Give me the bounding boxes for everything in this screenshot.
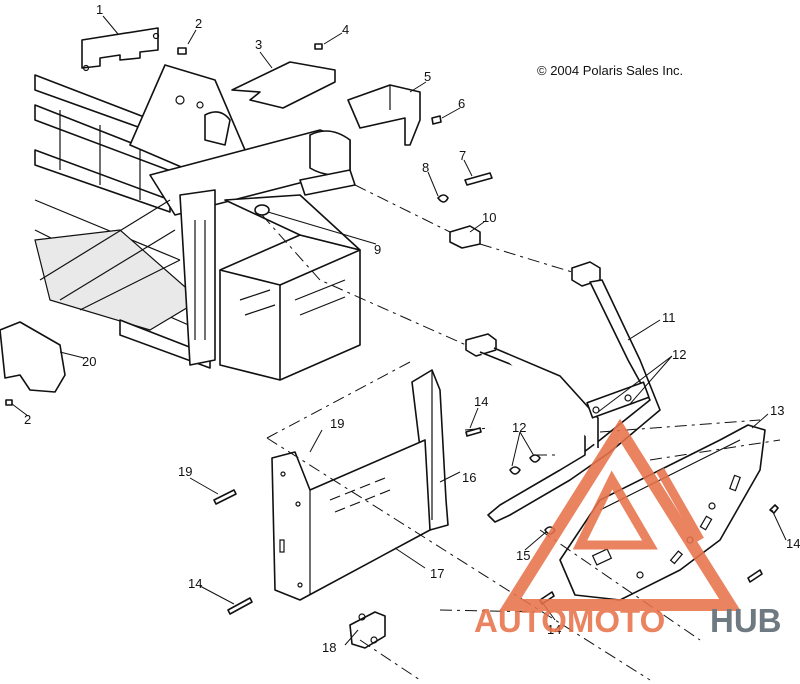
callout-14-center: 14 [474,394,488,409]
part-20-panel [0,321,66,393]
callout-17: 17 [430,566,444,581]
callout-19-top: 19 [330,416,344,431]
part-18-bracket [349,611,386,649]
callout-2-top: 2 [195,16,202,31]
callout-11: 11 [662,310,676,325]
part-3-panel [231,61,336,109]
callout-5: 5 [424,69,431,84]
part-5-bracket [347,84,421,146]
callout-2-left: 2 [24,412,31,427]
callout-14-bottom: 14 [547,622,561,637]
fasteners-top [177,43,493,203]
bolt-markers [5,399,779,615]
callout-14-left: 14 [188,576,202,591]
vehicle-frame [34,64,356,369]
callout-9: 9 [374,242,381,257]
watermark-text-primary: AUTOMOTO [474,602,665,639]
callout-15: 15 [516,548,530,563]
callout-1: 1 [96,2,103,17]
part-11-bumper [465,261,661,523]
callout-8: 8 [422,160,429,175]
part-17-front-panel [271,439,431,601]
callout-20: 20 [82,354,96,369]
callout-labels: 1 2 2 3 4 5 6 7 8 9 10 11 12 12 13 14 14… [24,2,800,655]
callout-4: 4 [342,22,349,37]
watermark-text-secondary: HUB [710,602,782,639]
watermark-logo: AUTOMOTO HUB [474,418,782,639]
callout-7: 7 [459,148,466,163]
callout-14-right: 14 [786,536,800,551]
callout-19-left: 19 [178,464,192,479]
callout-6: 6 [458,96,465,111]
part-10-block [449,225,481,249]
callout-12-right: 12 [672,347,686,362]
callout-3: 3 [255,37,262,52]
assembly-lines [261,184,781,681]
copyright-notice: © 2004 Polaris Sales Inc. [537,63,683,78]
callout-10: 10 [482,210,496,225]
callout-13: 13 [770,403,784,418]
callout-18: 18 [322,640,336,655]
callout-12-center: 12 [512,420,526,435]
part-1-plate [81,27,160,72]
radiator-box [219,194,361,381]
callout-16: 16 [462,470,476,485]
